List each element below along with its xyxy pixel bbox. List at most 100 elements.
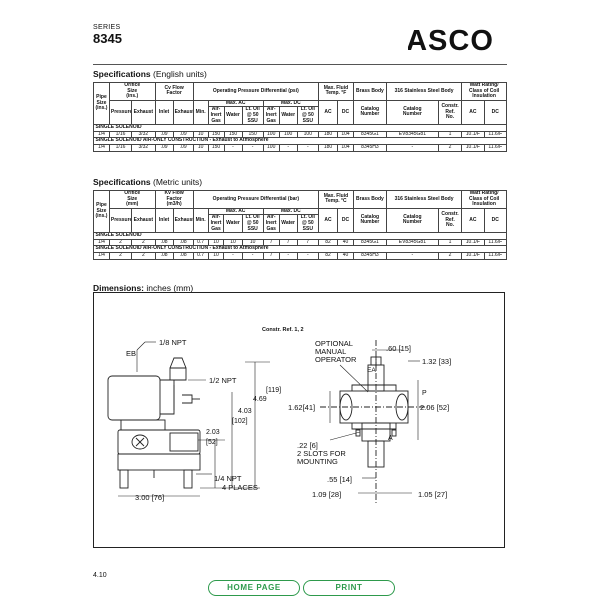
dim-109: 1.09 [28] bbox=[312, 490, 341, 499]
npt-18-label: 1/8 NPT bbox=[159, 338, 187, 347]
spec-cell: 104 bbox=[337, 130, 354, 139]
dim-119: [119] bbox=[266, 387, 281, 394]
spec-cell: 11.6/F bbox=[483, 143, 508, 152]
brand-text: ASCO bbox=[408, 25, 492, 53]
spec-cell: 1/4 bbox=[93, 251, 110, 260]
spec-cell: 40 bbox=[337, 238, 354, 247]
spec-cell: - bbox=[278, 251, 298, 260]
spec-cell: 10.1/F bbox=[461, 251, 485, 260]
spec-cell: 10 bbox=[223, 238, 243, 247]
port-p-label: P bbox=[422, 390, 427, 397]
home-page-button[interactable]: HOME PAGE bbox=[208, 580, 300, 596]
spec-cell: 1/16 bbox=[108, 143, 133, 152]
spec-cell: 10 bbox=[207, 238, 225, 247]
dim-52a: [52] bbox=[206, 439, 218, 446]
hdr-exhaust: Exhaust bbox=[131, 99, 156, 126]
spec-cell: - bbox=[296, 251, 319, 260]
dim-022: .22 [6] bbox=[297, 441, 318, 450]
spec-cell: 8345G1 bbox=[352, 130, 387, 139]
hdr-pressure: Pressure bbox=[108, 207, 133, 234]
spec-cell: 10.1/F bbox=[461, 130, 485, 139]
spec-cell: .08 bbox=[172, 251, 194, 260]
constr-ref-label: Constr. Ref. 1, 2 bbox=[262, 327, 304, 333]
spec-cell: 11.6/F bbox=[483, 238, 507, 247]
hdr-ss-body: 316 Stainless Steel Body bbox=[385, 190, 463, 209]
spec-cell: EV8345G81 bbox=[385, 238, 439, 247]
spec-cell: 100 bbox=[262, 130, 280, 139]
port-a-label: A bbox=[388, 435, 393, 442]
spec-cell: 180 bbox=[317, 143, 339, 152]
hdr-inlet: Inlet bbox=[154, 207, 174, 234]
hdr-temp-dc: DC bbox=[337, 99, 354, 126]
spec-cell: .09 bbox=[172, 143, 194, 152]
hdr-brass-body: Brass Body bbox=[352, 82, 387, 101]
valve-top-view bbox=[320, 340, 428, 505]
valve-top-dimensions: OPTIONAL MANUAL OPERATOR EA .60 [15] 1.3… bbox=[288, 339, 451, 499]
manual-op-line3: OPERATOR bbox=[315, 355, 357, 364]
manual-op-line1: OPTIONAL bbox=[315, 339, 353, 348]
section-air-only: SINGLE SOLENOID AIR-ONLY CONSTRUCTION - … bbox=[93, 245, 507, 253]
dim-206: 2.06 [52] bbox=[420, 403, 449, 412]
hdr-ac-water: Water bbox=[223, 106, 243, 126]
print-button[interactable]: PRINT bbox=[303, 580, 395, 596]
hdr-temp-ac: AC bbox=[317, 99, 339, 126]
spec-cell: 8345G1 bbox=[352, 238, 387, 247]
spec-cell: 1 bbox=[437, 238, 463, 247]
dim-300: 3.00 [76] bbox=[135, 493, 164, 502]
slots-line2: MOUNTING bbox=[297, 457, 338, 466]
spec-cell: 3/32 bbox=[131, 130, 156, 139]
spec-cell: 11.6/F bbox=[483, 251, 507, 260]
hdr-max-dc: Max. DC bbox=[262, 207, 319, 216]
spec-cell: .09 bbox=[172, 130, 194, 139]
spec-cell: - bbox=[223, 251, 243, 260]
valve-side-view bbox=[107, 357, 201, 489]
hdr-temp-dc: DC bbox=[337, 207, 354, 234]
npt-14-label: 1/4 NPT bbox=[214, 474, 242, 483]
spec-cell: .09 bbox=[154, 130, 174, 139]
spec-cell: 11.6/F bbox=[483, 130, 508, 139]
manual-op-line2: MANUAL bbox=[315, 347, 346, 356]
hdr-constr-ref: Constr.Ref.No. bbox=[437, 99, 463, 126]
spec-cell: EV8345G81 bbox=[385, 130, 439, 139]
port-ea-label: EA bbox=[367, 367, 376, 374]
hdr-exhaust-flow: Exhaust bbox=[172, 207, 194, 234]
spec-cell: 104 bbox=[337, 143, 354, 152]
hdr-max-ac: Max. AC bbox=[207, 99, 264, 108]
spec-cell: 10 bbox=[192, 143, 209, 152]
spec-cell: 0.7 bbox=[192, 238, 209, 247]
hdr-max-dc: Max. DC bbox=[262, 99, 319, 108]
spec-cell: 10.1/F bbox=[461, 238, 485, 247]
spec-cell: 8345H3 bbox=[352, 251, 387, 260]
spec-cell: 150 bbox=[241, 130, 264, 139]
spec-cell: 10.1/F bbox=[461, 143, 485, 152]
series-label: SERIES bbox=[93, 24, 121, 31]
section-single: SINGLE SOLENOID bbox=[93, 124, 507, 132]
spec-cell: 40 bbox=[337, 251, 354, 260]
spec-cell: 150 bbox=[207, 130, 225, 139]
hdr-dc-water: Water bbox=[278, 214, 298, 234]
spec-cell: 2 bbox=[131, 251, 156, 260]
hdr-pressure: Pressure bbox=[108, 99, 133, 126]
spec-cell: 10 bbox=[192, 130, 209, 139]
dim-403: 4.03 bbox=[238, 408, 252, 415]
spec-cell: 7 bbox=[278, 238, 298, 247]
valve-side-dimensions: 1/8 NPT EB 1/2 NPT 4.69 [119] 4.03 [102]… bbox=[118, 338, 281, 502]
spec-cell: 1/4 bbox=[93, 130, 110, 139]
